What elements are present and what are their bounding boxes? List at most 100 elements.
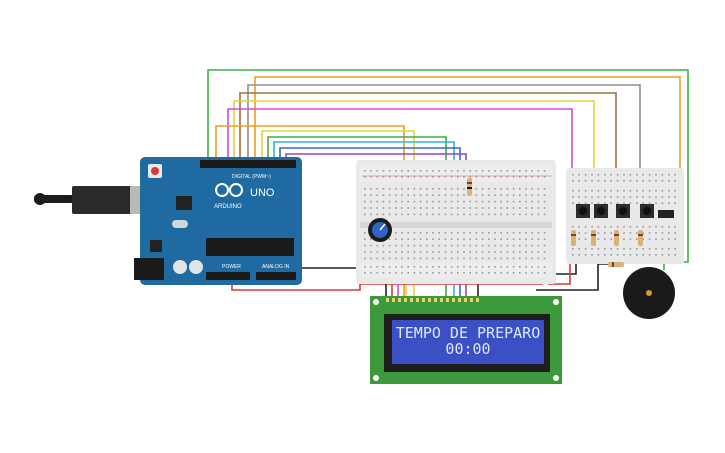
breadboard-hole (432, 200, 434, 203)
breadboard-hole (395, 207, 397, 209)
breadboard-hole (661, 232, 664, 234)
breadboard-hole (376, 194, 378, 196)
lcd-display-module[interactable]: TEMPO DE PREPARO 00:00 (370, 296, 562, 384)
breadboard-hole (500, 266, 502, 268)
breadboard-hole (376, 251, 378, 253)
power-header[interactable] (206, 272, 250, 280)
pulldown-resistor[interactable] (614, 230, 619, 246)
piezo-buzzer[interactable] (608, 262, 675, 319)
breadboard-hole (525, 257, 527, 260)
breadboard-hole (642, 196, 644, 198)
breadboard-hole (668, 254, 670, 256)
breadboard-hole (432, 170, 434, 172)
breadboard-hole (674, 202, 676, 204)
breadboard-hole (668, 196, 670, 198)
wire-yellow-top[interactable] (233, 100, 595, 208)
breadboard-hole (543, 238, 546, 240)
breadboard-hole (364, 188, 366, 190)
breadboard-hole (674, 190, 676, 192)
wire-gray[interactable] (247, 84, 641, 208)
wire-magenta[interactable] (227, 108, 573, 208)
breadboard-hole (469, 251, 471, 253)
breadboard-hole (648, 254, 651, 256)
breadboard-hole (604, 190, 606, 192)
breadboard-hole (616, 254, 619, 256)
breadboard-hole (616, 180, 619, 182)
breadboard-hole (413, 194, 416, 196)
potentiometer[interactable] (368, 218, 392, 242)
breadboard-hole (655, 238, 657, 240)
breadboard-hole (623, 248, 625, 250)
breadboard-hole (642, 202, 644, 204)
breadboard-hole (419, 238, 422, 240)
breadboard-hole (661, 196, 664, 198)
breadboard-hole (629, 174, 632, 176)
breadboard-hole (597, 180, 600, 182)
pushbutton-4[interactable] (640, 204, 654, 218)
pushbutton-1[interactable] (576, 204, 590, 218)
breadboard-hole (629, 248, 632, 250)
breadboard-hole (432, 238, 434, 240)
breadboard-hole (519, 200, 521, 203)
wire-brown[interactable] (239, 92, 617, 208)
breadboard-hole (488, 176, 490, 178)
breadboard-hole (623, 196, 625, 198)
breadboard-hole (407, 170, 409, 172)
breadboard-hole (426, 244, 428, 247)
breadboard-hole (623, 254, 625, 256)
pulldown-resistor[interactable] (638, 230, 643, 246)
breadboard-hole (648, 238, 651, 240)
breadboard-hole (531, 257, 533, 260)
lcd-mount-hole (373, 299, 379, 305)
breadboard-hole (537, 251, 540, 253)
power-jack[interactable] (134, 258, 164, 280)
breadboard-hole (674, 196, 676, 198)
breadboard-hole (407, 266, 409, 268)
breadboard-hole (668, 248, 670, 250)
main-breadboard[interactable] (356, 160, 556, 284)
breadboard-hole (450, 207, 453, 209)
pulldown-resistor[interactable] (591, 230, 596, 246)
breadboard-hole (444, 200, 447, 203)
breadboard-hole (481, 176, 484, 178)
breadboard-hole (543, 170, 546, 172)
breadboard-hole (382, 251, 385, 253)
breadboard-hole (537, 244, 540, 247)
secondary-breadboard[interactable] (566, 168, 684, 264)
breadboard-hole (591, 202, 593, 204)
wire-orange-inner[interactable] (215, 125, 405, 190)
slide-switch[interactable] (658, 210, 674, 218)
breadboard-hole (457, 238, 459, 240)
breadboard-hole (401, 238, 403, 240)
breadboard-hole (655, 254, 657, 256)
pushbutton-3[interactable] (616, 204, 630, 218)
breadboard-hole (395, 272, 397, 274)
analog-header[interactable] (256, 272, 296, 280)
breadboard-hole (629, 226, 632, 228)
breadboard-hole (370, 272, 372, 274)
breadboard-hole (364, 232, 366, 234)
breadboard-hole (512, 272, 515, 274)
breadboard-hole (648, 202, 651, 204)
breadboard-hole (512, 176, 515, 178)
breadboard-hole (463, 176, 465, 178)
breadboard-hole (395, 266, 397, 268)
lcd-line-2: 00:00 (445, 340, 490, 358)
digital-header[interactable] (200, 160, 296, 168)
breadboard-hole (419, 213, 422, 216)
arduino-uno-board[interactable]: ARDUINO UNO DIGITAL (PWM~) POWER ANALOG … (134, 157, 302, 285)
breadboard-hole (426, 232, 428, 234)
pulldown-resistor[interactable] (571, 230, 576, 246)
breadboard-hole (525, 170, 527, 172)
breadboard-hole (426, 257, 428, 260)
breadboard-hole (432, 207, 434, 209)
breadboard-hole (469, 200, 471, 203)
breadboard-hole (475, 272, 478, 274)
pushbutton-2[interactable] (594, 204, 608, 218)
breadboard-hole (419, 170, 422, 172)
breadboard-hole (578, 202, 580, 204)
breadboard-hole (636, 254, 638, 256)
breadboard-hole (604, 248, 606, 250)
breadboard-hole (382, 244, 385, 247)
resistor-main[interactable] (467, 178, 472, 196)
